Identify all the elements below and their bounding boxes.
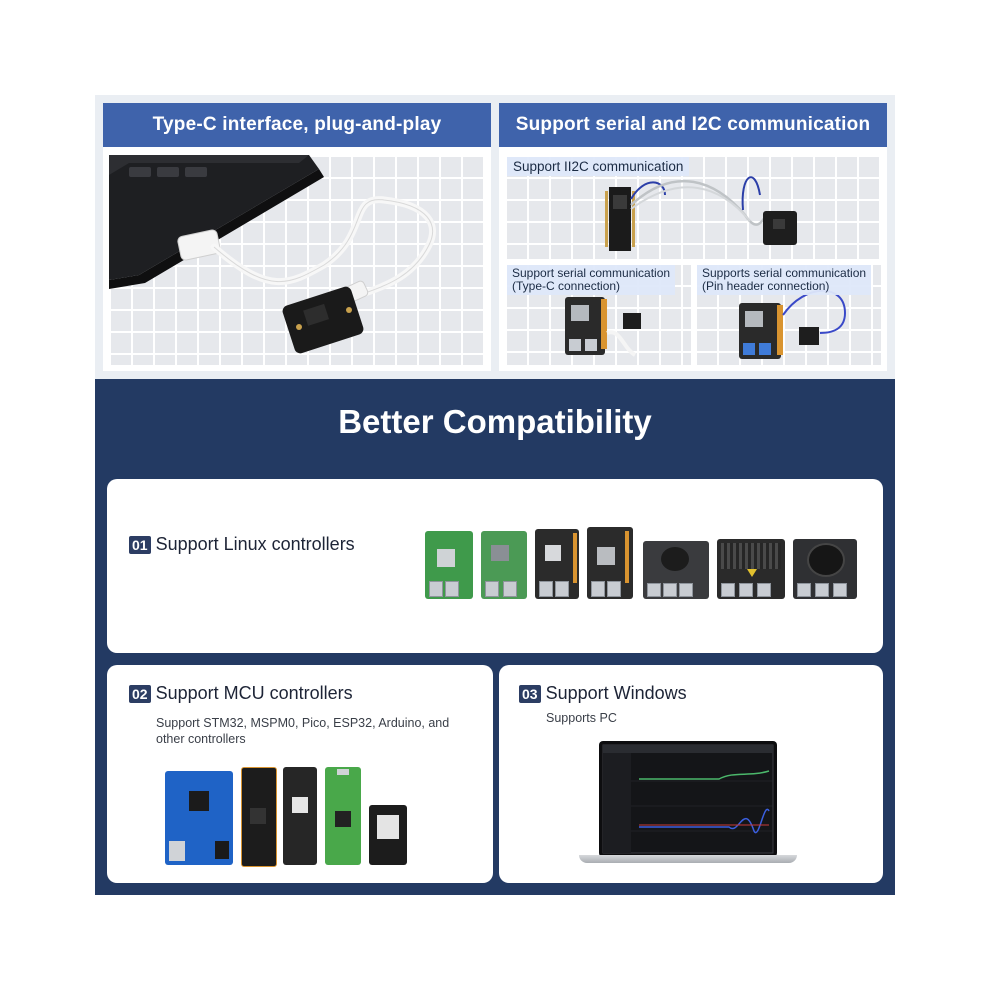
serial-pin-tag-line1: Supports serial communication (702, 266, 867, 280)
serial-pin-photo: Supports serial communication (Pin heade… (695, 263, 881, 365)
serial-typec-tag-line2: (Type-C connection) (512, 279, 621, 293)
typec-photo (109, 155, 485, 365)
windows-card-description: Supports PC (546, 711, 617, 725)
windows-card-label: Support Windows (545, 683, 687, 703)
windows-card-heading: 03 Support Windows (519, 683, 687, 704)
linux-number-badge: 01 (129, 535, 151, 554)
jetson-board-1 (643, 541, 709, 599)
mcu-description-line1: Support STM32, MSPM0, Pico, ESP32, Ardui… (156, 716, 450, 730)
laptop-base (579, 855, 797, 863)
jetson-board-2 (717, 539, 785, 599)
linux-card: 01 Support Linux controllers (107, 479, 883, 653)
serial-typec-tag: Support serial communication (Type-C con… (507, 265, 676, 295)
compatibility-section: Better Compatibility 01 Support Linux co… (95, 379, 895, 895)
mcu-card-label: Support MCU controllers (155, 683, 353, 703)
communication-panel: Support serial and I2C communication Sup… (499, 103, 887, 371)
windows-number-badge: 03 (519, 684, 541, 703)
laptop-cable-illustration (109, 155, 436, 354)
laptop-screen (599, 741, 777, 857)
mcu-number-badge: 02 (129, 684, 151, 703)
communication-panel-title: Support serial and I2C communication (499, 103, 887, 147)
mcu-card: 02 Support MCU controllers Support STM32… (107, 665, 493, 883)
mcu-description-line2: other controllers (156, 732, 246, 746)
serial-pin-tag: Supports serial communication (Pin heade… (697, 265, 872, 295)
stm32-board (241, 767, 277, 867)
linux-boards-row (425, 525, 865, 601)
mcu-card-heading: 02 Support MCU controllers (129, 683, 353, 704)
laptop-illustration (579, 741, 797, 865)
mcu-boards-row (165, 767, 465, 867)
pico-board (325, 767, 361, 865)
typec-panel: Type-C interface, plug-and-play (103, 103, 491, 371)
compatibility-title: Better Compatibility (338, 403, 652, 440)
serial-pin-tag-line2: (Pin header connection) (702, 279, 830, 293)
linux-card-heading: 01 Support Linux controllers (129, 534, 355, 555)
raspberry-pi-board-2 (481, 531, 527, 599)
linux-card-label: Support Linux controllers (155, 534, 355, 554)
windows-card: 03 Support Windows Supports PC (499, 665, 883, 883)
jetson-board-3 (793, 539, 857, 599)
serial-pin-illustration (739, 289, 847, 359)
mspm0-board (283, 767, 317, 865)
serial-typec-illustration (565, 297, 641, 357)
i2c-tag: Support II2C communication (507, 157, 690, 176)
sbc-board-1 (535, 529, 579, 599)
i2c-wiring-illustration (605, 176, 797, 251)
typec-panel-title: Type-C interface, plug-and-play (103, 103, 491, 147)
serial-typec-tag-line1: Support serial communication (512, 266, 671, 280)
serial-plot-window (602, 744, 774, 854)
arduino-board (165, 771, 233, 865)
i2c-photo: Support II2C communication (505, 155, 881, 259)
sbc-board-2 (587, 527, 633, 599)
mcu-card-description: Support STM32, MSPM0, Pico, ESP32, Ardui… (156, 715, 449, 747)
raspberry-pi-board-1 (425, 531, 473, 599)
serial-typec-photo: Support serial communication (Type-C con… (505, 263, 691, 365)
product-infographic: Type-C interface, plug-and-play (95, 95, 895, 895)
esp32-board (369, 805, 407, 865)
